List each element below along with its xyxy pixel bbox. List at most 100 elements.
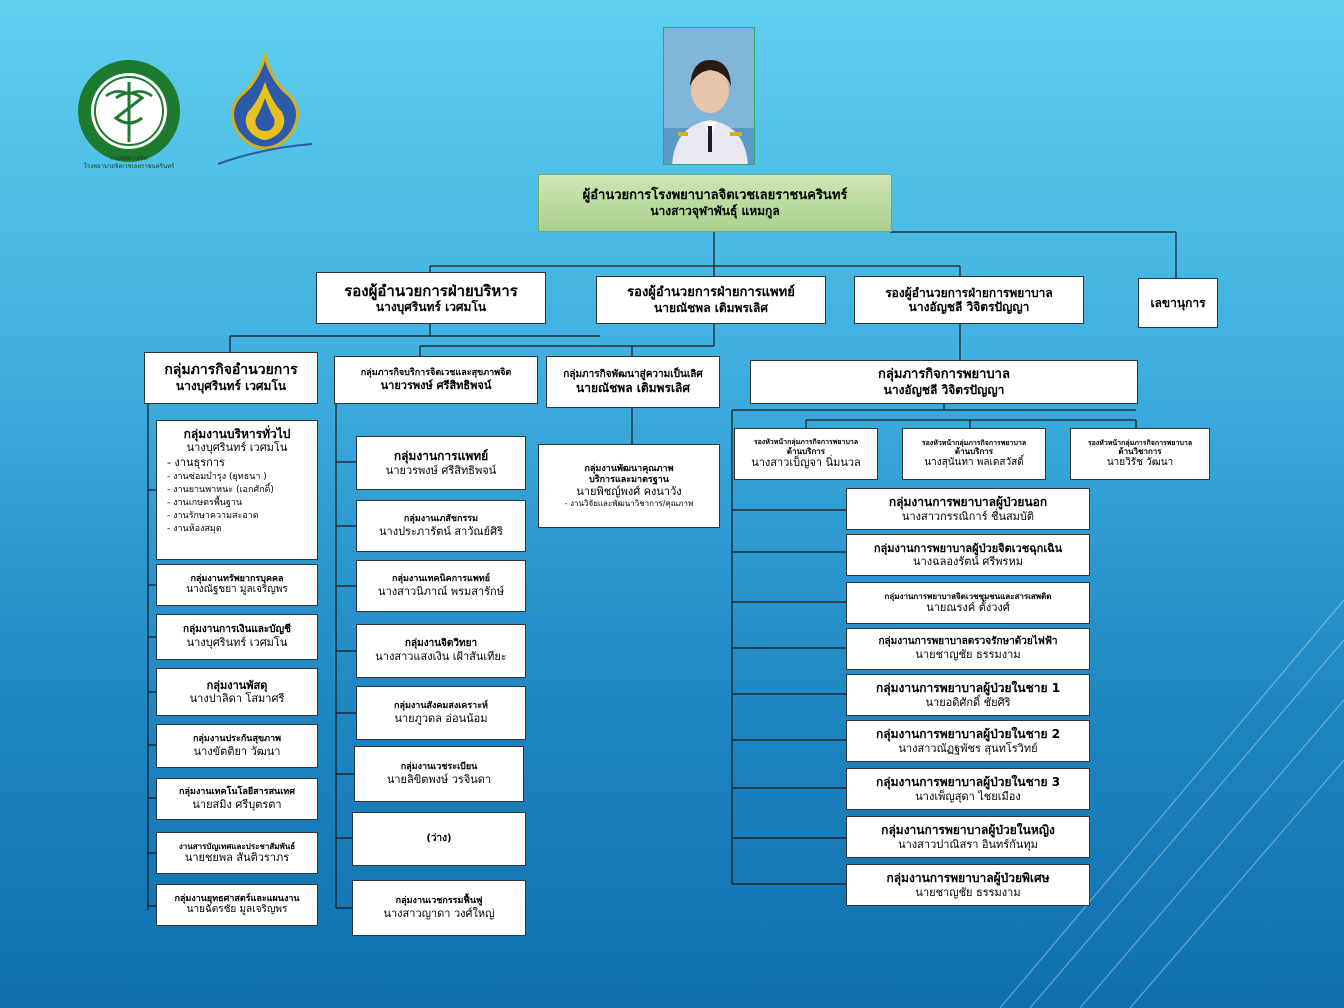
deputy-admin-box: รองผู้อำนวยการฝ่ายบริหาร นางบุศรินทร์ เว… bbox=[316, 272, 546, 324]
admin-unit-box: กลุ่มงานประกันสุขภาพ นางขัตติยา วัฒนา bbox=[156, 724, 318, 768]
nursing-unit-box: กลุ่มงานการพยาบาลผู้ป่วยพิเศษ นายชาญชัย … bbox=[846, 864, 1090, 906]
medical-unit-box: กลุ่มงานเทคนิคการแพทย์ นางสาวนิภาณ์ พรมส… bbox=[356, 560, 526, 612]
quality-unit-box: กลุ่มงานพัฒนาคุณภาพ บริการและมาตรฐาน นาย… bbox=[538, 444, 720, 528]
nursing-unit-box: กลุ่มงานการพยาบาลผู้ป่วยในหญิง นางสาวปาณ… bbox=[846, 816, 1090, 858]
list-item: - งานรักษาความสะอาด bbox=[167, 510, 259, 521]
nursing-unit-name: นางสาวณัฏฐพัชร สุนทโรวิทย์ bbox=[898, 741, 1038, 755]
deputy-admin-name: นางบุศรินทร์ เวศมโน bbox=[375, 299, 487, 314]
nursing-unit-name: นายอดิศักดิ์ ชัยศิริ bbox=[925, 695, 1011, 709]
mission-admin-title: กลุ่มภารกิจอำนวยการ bbox=[164, 362, 298, 379]
secretary-box: เลขานุการ bbox=[1138, 278, 1218, 328]
admin-unit-box: กลุ่มงานเทคโนโลยีสารสนเทศ นายสมิง ศรีบุต… bbox=[156, 778, 318, 820]
nursing-unit-title: กลุ่มงานการพยาบาลจิตเวชชุมชนและสารเสพติด bbox=[884, 591, 1052, 601]
nursing-head-sub: ด้านบริการ bbox=[954, 447, 994, 457]
hospital-logo bbox=[217, 52, 313, 165]
admin-unit-name: นางบุศรินทร์ เวศมโน bbox=[186, 636, 288, 650]
admin-unit-name: นายฉัตรชัย มูลเจริญพร bbox=[186, 904, 288, 916]
moph-caption-line1: กรมสุขภาพจิต bbox=[110, 155, 148, 162]
deputy-medical-box: รองผู้อำนวยการฝ่ายการแพทย์ นายณัชพล เติม… bbox=[596, 276, 826, 324]
admin-unit-box: กลุ่มงานยุทธศาสตร์และแผนงาน นายฉัตรชัย ม… bbox=[156, 884, 318, 926]
nursing-unit-title: กลุ่มงานการพยาบาลผู้ป่วยพิเศษ bbox=[886, 871, 1050, 886]
mission-excellence-name: นายณัชพล เติมพรเลิศ bbox=[576, 380, 690, 395]
medical-unit-box: กลุ่มงานเภสัชกรรม นางประภารัตน์ สาวัณย์ศ… bbox=[356, 500, 526, 552]
decorative-stripes bbox=[999, 599, 1344, 1008]
director-photo bbox=[663, 27, 755, 165]
nursing-unit-name: นางสาวกรรณิการ์ ชื่นสมบัติ bbox=[901, 509, 1035, 523]
mission-admin-box: กลุ่มภารกิจอำนวยการ นางบุศรินทร์ เวศมโน bbox=[144, 352, 318, 404]
nursing-unit-box: กลุ่มงานการพยาบาลผู้ป่วยในชาย 1 นายอดิศั… bbox=[846, 674, 1090, 716]
admin-general-title: กลุ่มงานบริหารทั่วไป bbox=[183, 427, 291, 441]
medical-unit-title: กลุ่มงานการแพทย์ bbox=[393, 449, 489, 464]
medical-unit-name: นางสาวนิภาณ์ พรมสารักษ์ bbox=[378, 584, 504, 598]
moph-caption-line2: โรงพยาบาลจิตเวชเลยราชนครินทร์ bbox=[83, 162, 175, 170]
admin-unit-name: นางณัฐชยา มูลเจริญพร bbox=[186, 584, 288, 596]
quality-unit-name: นายพิชญ์พงศ์ คงนาวัง bbox=[576, 485, 682, 499]
nursing-head-sub: ด้านบริการ bbox=[786, 446, 826, 456]
admin-unit-name: นายสมิง ศรีบุตรตา bbox=[192, 797, 282, 811]
admin-unit-title: กลุ่มงานเทคโนโลยีสารสนเทศ bbox=[179, 787, 295, 797]
nursing-head-title: รองหัวหน้ากลุ่มภารกิจการพยาบาล bbox=[753, 438, 859, 447]
moph-logo bbox=[78, 60, 180, 162]
mission-nursing-box: กลุ่มภารกิจการพยาบาล นางอัญชลี วิจิตรปัญ… bbox=[750, 360, 1138, 404]
medical-unit-title: กลุ่มงานสังคมสงเคราะห์ bbox=[394, 701, 488, 711]
nursing-head-box: รองหัวหน้ากลุ่มภารกิจการพยาบาล ด้านวิชาก… bbox=[1070, 428, 1210, 480]
nursing-unit-title: กลุ่มงานการพยาบาลผู้ป่วยในหญิง bbox=[881, 823, 1055, 838]
deputy-nursing-title: รองผู้อำนวยการฝ่ายการพยาบาล bbox=[885, 285, 1053, 300]
nursing-unit-name: นางเพ็ญสุดา ไชยเมือง bbox=[915, 789, 1021, 803]
admin-unit-title: กลุ่มงานทรัพยากรบุคคล bbox=[190, 573, 284, 584]
admin-general-list: - งานธุรการ - งานซ่อมบำรุง (ยุทธนา ) - ง… bbox=[161, 455, 313, 536]
medical-unit-title: (ว่าง) bbox=[426, 833, 452, 844]
list-item: - งานเกษตรพื้นฐาน bbox=[167, 497, 243, 508]
admin-unit-name: นายชยพล สันติวราภร bbox=[184, 851, 290, 865]
mission-excellence-box: กลุ่มภารกิจพัฒนาสู่ความเป็นเลิศ นายณัชพล… bbox=[546, 356, 720, 408]
mission-nursing-name: นางอัญชลี วิจิตรปัญญา bbox=[883, 382, 1005, 397]
medical-unit-name: นายวรพงษ์ ศรีสิทธิพจน์ bbox=[385, 463, 497, 477]
medical-unit-title: กลุ่มงานเภสัชกรรม bbox=[403, 514, 479, 524]
director-name: นางสาวจุฬาพันธุ์ แหมกูล bbox=[650, 203, 780, 218]
medical-unit-box: กลุ่มงานการแพทย์ นายวรพงษ์ ศรีสิทธิพจน์ bbox=[356, 436, 526, 490]
medical-unit-title: กลุ่มงานเวชกรรมฟื้นฟู bbox=[395, 896, 483, 906]
nursing-unit-box: กลุ่มงานการพยาบาลผู้ป่วยจิตเวชฉุกเฉิน นา… bbox=[846, 534, 1090, 576]
moph-caption: กรมสุขภาพจิต โรงพยาบาลจิตเวชเลยราชนครินท… bbox=[66, 155, 192, 171]
medical-unit-box: กลุ่มงานสังคมสงเคราะห์ นายภูวดล อ่อนน้อม bbox=[356, 686, 526, 740]
nursing-unit-name: นายณรงค์ ตั้งวงศ์ bbox=[926, 601, 1010, 615]
nursing-unit-title: กลุ่มงานการพยาบาลผู้ป่วยในชาย 2 bbox=[875, 727, 1061, 742]
deputy-medical-title: รองผู้อำนวยการฝ่ายการแพทย์ bbox=[627, 285, 795, 300]
nursing-unit-title: กลุ่มงานการพยาบาลผู้ป่วยในชาย 1 bbox=[875, 681, 1061, 696]
list-item: - งานธุรการ bbox=[167, 455, 225, 469]
admin-unit-title: กลุ่มงานประกันสุขภาพ bbox=[192, 734, 282, 744]
admin-unit-title: กลุ่มงานการเงินและบัญชี bbox=[183, 624, 291, 636]
nursing-head-title: รองหัวหน้ากลุ่มภารกิจการพยาบาล bbox=[921, 439, 1027, 447]
director-box: ผู้อำนวยการโรงพยาบาลจิตเวชเลยราชนครินทร์… bbox=[538, 174, 892, 232]
nursing-head-box: รองหัวหน้ากลุ่มภารกิจการพยาบาล ด้านบริกา… bbox=[734, 428, 878, 480]
list-item: - งานห้องสมุด bbox=[167, 523, 222, 534]
nursing-head-name: นางสาวเบ็ญจา นิ่มนวล bbox=[751, 456, 861, 470]
admin-unit-name: นางปาลิดา โสมาศรี bbox=[189, 692, 285, 705]
nursing-unit-name: นางสาวปาณิสรา อินทร์กันทุม bbox=[898, 837, 1038, 851]
medical-unit-title: กลุ่มงานเวชระเบียน bbox=[400, 762, 478, 772]
admin-unit-box: งานสารบัญเทศและประชาสัมพันธ์ นายชยพล สัน… bbox=[156, 832, 318, 874]
medical-unit-box: กลุ่มงานเวชระเบียน นายลิขิตพงษ์ วรจินดา bbox=[354, 746, 524, 802]
mission-psych-name: นายวรพงษ์ ศรีสิทธิพจน์ bbox=[380, 378, 492, 392]
list-item: - งานยานพาหนะ (เอกศักดิ์) bbox=[167, 484, 274, 495]
list-item: - งานซ่อมบำรุง (ยุทธนา ) bbox=[167, 471, 267, 482]
nursing-unit-name: นายชาญชัย ธรรมงาม bbox=[915, 648, 1021, 662]
nursing-head-sub: ด้านวิชาการ bbox=[1118, 447, 1162, 457]
medical-unit-box: กลุ่มงานจิตวิทยา นางสาวแสงเงิน เฝ้าสันเท… bbox=[356, 624, 526, 678]
medical-unit-title: กลุ่มงานเทคนิคการแพทย์ bbox=[392, 574, 490, 584]
director-title: ผู้อำนวยการโรงพยาบาลจิตเวชเลยราชนครินทร์ bbox=[582, 188, 848, 203]
quality-unit-title: กลุ่มงานพัฒนาคุณภาพ bbox=[584, 463, 674, 474]
nursing-unit-box: กลุ่มงานการพยาบาลจิตเวชชุมชนและสารเสพติด… bbox=[846, 582, 1090, 624]
mission-psych-box: กลุ่มภารกิจบริการจิตเวชและสุขภาพจิต นายว… bbox=[334, 356, 538, 404]
nursing-head-box: รองหัวหน้ากลุ่มภารกิจการพยาบาล ด้านบริกา… bbox=[902, 428, 1046, 480]
admin-unit-box: กลุ่มงานพัสดุ นางปาลิดา โสมาศรี bbox=[156, 668, 318, 716]
nursing-unit-box: กลุ่มงานการพยาบาลผู้ป่วยในชาย 2 นางสาวณั… bbox=[846, 720, 1090, 762]
nursing-head-title: รองหัวหน้ากลุ่มภารกิจการพยาบาล bbox=[1087, 439, 1193, 447]
medical-unit-title: กลุ่มงานจิตวิทยา bbox=[404, 638, 478, 650]
admin-unit-title: กลุ่มงานยุทธศาสตร์และแผนงาน bbox=[174, 893, 300, 904]
deputy-medical-name: นายณัชพล เติมพรเลิศ bbox=[654, 300, 768, 315]
medical-unit-name: นายภูวดล อ่อนน้อม bbox=[394, 711, 488, 725]
nursing-head-name: นางสุนันทา พลเดสวัสดิ์ bbox=[924, 456, 1024, 468]
nursing-unit-title: กลุ่มงานการพยาบาลผู้ป่วยในชาย 3 bbox=[875, 775, 1061, 790]
